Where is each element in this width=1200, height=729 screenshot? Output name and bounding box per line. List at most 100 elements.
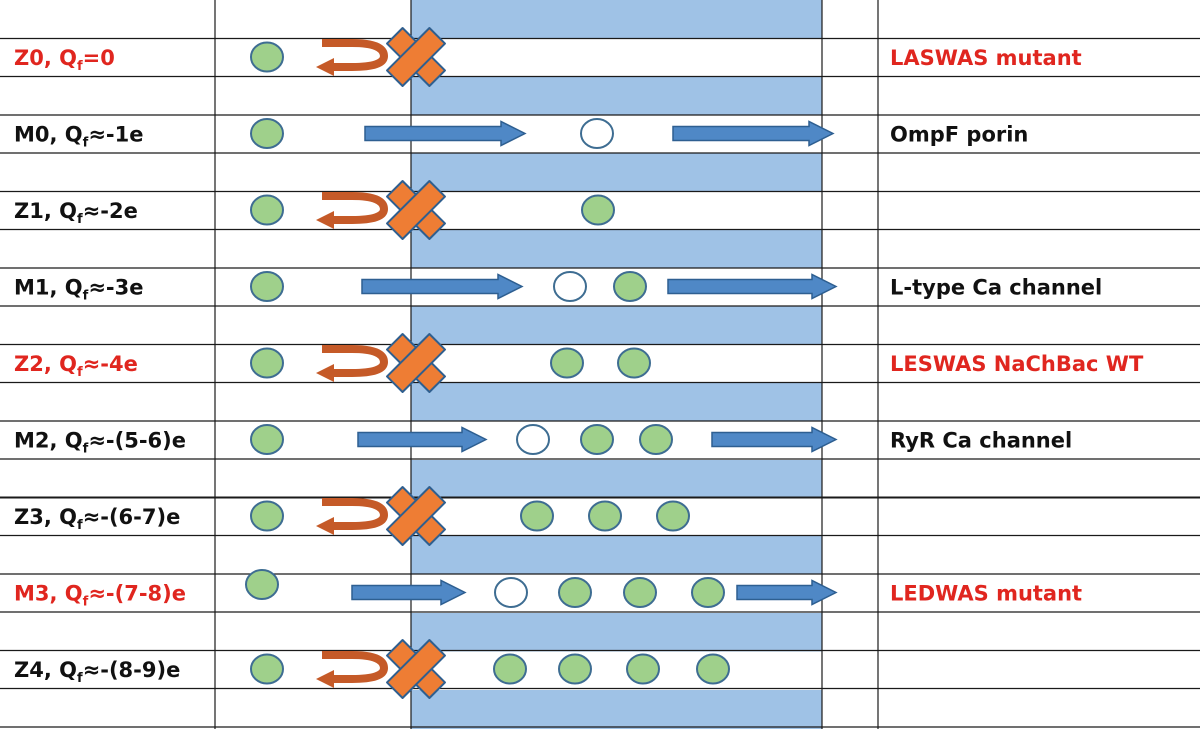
incoming-ion [250,653,284,685]
row-z4: Z4, Qf≈-(8-9)e [14,639,730,699]
channel-band-segment [411,460,822,499]
channel-name-z2: LESWAS NaChBac WT [890,352,1144,376]
row-label-z3: Z3, Qf≈-(6-7)e [14,505,180,533]
channel-band-segment [411,613,822,652]
row-label-suffix: ≈-(8-9)e [83,658,181,682]
row-label-m3: M3, Qf≈-(7-8)e [14,582,186,610]
channel-name-m0: OmpF porin [890,123,1028,147]
block-cross-center [403,350,429,376]
channel-band-segment [411,383,822,422]
incoming-ion [250,41,284,73]
bound-ion [558,653,592,685]
row-label-subscript: f [83,136,89,151]
row-label-prefix: Z1, Q [14,199,77,223]
bound-ion [588,500,622,532]
row-label-subscript: f [77,671,83,686]
bound-ion [626,653,660,685]
bound-ion [623,577,657,608]
row-label-suffix: ≈-3e [88,276,143,300]
row-label-z4: Z4, Qf≈-(8-9)e [14,658,180,686]
row-m1: M1, Qf≈-3e L-type Ca channel [14,271,1102,304]
incoming-ion [250,500,284,532]
row-label-m1: M1, Qf≈-3e [14,276,143,304]
bound-ion [696,653,730,685]
incoming-ion [245,569,279,600]
incoming-ion [250,194,284,226]
u-turn-arrow-icon [322,651,389,683]
channel-band-segment [411,153,822,192]
row-label-prefix: M0, Q [14,123,83,147]
channel-band-layer [411,0,822,729]
bound-ion [656,500,690,532]
row-label-z0: Z0, Qf=0 [14,46,115,74]
channel-band-segment [411,306,822,345]
u-turn-arrowhead-icon [316,58,334,76]
row-m3: M3, Qf≈-(7-8)e LEDWAS mutant [14,569,1082,610]
bound-ion [520,500,554,532]
channel-band-segment [411,690,822,729]
row-label-subscript: f [83,595,89,610]
row-label-prefix: M3, Q [14,582,83,606]
channel-name-m1: L-type Ca channel [890,276,1102,300]
incoming-ion [250,424,284,455]
vacant-site [516,424,550,455]
row-label-prefix: M2, Q [14,429,83,453]
channel-band-segment [411,536,822,575]
u-turn-arrowhead-icon [316,364,334,382]
channel-band-segment [411,0,822,39]
row-label-suffix: ≈-(7-8)e [88,582,186,606]
block-cross-center [403,656,429,682]
u-turn-arrow-icon [322,39,389,71]
row-label-suffix: ≈-(5-6)e [88,429,186,453]
block-cross-center [403,503,429,529]
row-label-prefix: Z0, Q [14,46,77,70]
bound-ion [493,653,527,685]
entry-arrow-icon [364,120,527,147]
row-label-suffix: ≈-4e [83,352,138,376]
block-cross-center [403,44,429,70]
row-label-subscript: f [77,59,83,74]
bound-ion [580,424,614,455]
entry-arrow-icon [361,273,524,300]
bound-ion [581,194,615,226]
u-turn-arrow-icon [322,192,389,224]
exit-arrow-icon [667,273,838,300]
row-label-prefix: Z2, Q [14,352,77,376]
row-label-subscript: f [77,518,83,533]
channel-name-z0: LASWAS mutant [890,46,1082,70]
u-turn-arrow-icon [322,345,389,377]
incoming-ion [250,271,284,302]
u-turn-arrow-icon [322,498,389,530]
vacant-site [580,118,614,149]
row-z1: Z1, Qf≈-2e [14,180,615,240]
bound-ion [617,347,651,379]
channel-band-segment [411,230,822,269]
row-label-m2: M2, Qf≈-(5-6)e [14,429,186,457]
row-label-suffix: ≈-1e [88,123,143,147]
row-label-prefix: Z3, Q [14,505,77,529]
row-m0: M0, Qf≈-1e OmpF porin [14,118,1028,151]
row-label-prefix: Z4, Q [14,658,77,682]
row-z0: Z0, Qf=0 LASWAS mutant [14,27,1082,87]
row-label-subscript: f [77,365,83,380]
row-label-prefix: M1, Q [14,276,83,300]
vacant-site [553,271,587,302]
vacant-site [494,577,528,608]
bound-ion [558,577,592,608]
row-label-suffix: =0 [83,46,115,70]
block-cross-center [403,197,429,223]
incoming-ion [250,347,284,379]
row-label-z2: Z2, Qf≈-4e [14,352,138,380]
row-label-suffix: ≈-(6-7)e [83,505,181,529]
exit-arrow-icon [736,579,838,606]
channel-name-m3: LEDWAS mutant [890,582,1082,606]
row-label-subscript: f [77,212,83,227]
u-turn-arrowhead-icon [316,211,334,229]
row-label-z1: Z1, Qf≈-2e [14,199,138,227]
row-label-subscript: f [83,442,89,457]
entry-arrow-icon [351,579,467,606]
